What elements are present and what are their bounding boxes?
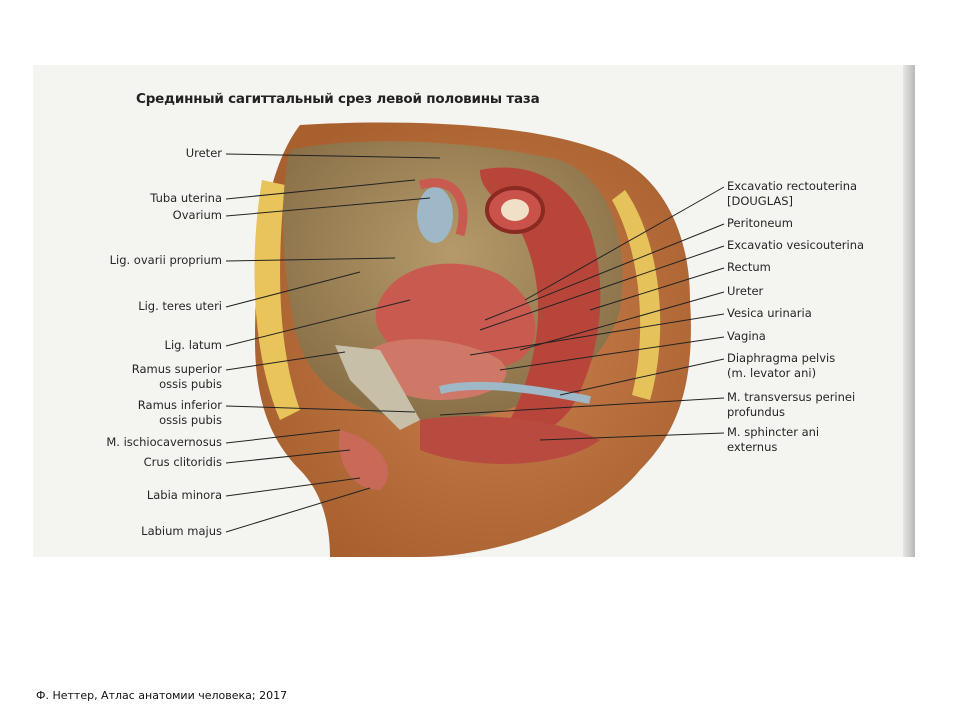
left-label: Lig. teres uteri — [138, 299, 222, 314]
label-line: profundus — [727, 405, 786, 419]
label-line: Vesica urinaria — [727, 306, 812, 320]
label-line: externus — [727, 440, 778, 454]
pelvis-illustration — [225, 122, 725, 557]
leader-line — [225, 405, 416, 413]
fat-layer-right — [612, 190, 661, 400]
leader-line — [225, 197, 431, 217]
label-line: ossis pubis — [159, 377, 222, 391]
leader-line — [499, 336, 725, 371]
left-label: M. ischiocavernosus — [106, 435, 222, 450]
label-line: Rectum — [727, 260, 771, 274]
rectum — [480, 167, 601, 434]
label-line: Vagina — [727, 329, 766, 343]
leader-line — [524, 186, 725, 301]
label-line: M. sphincter ani — [727, 425, 820, 439]
label-line: [DOUGLAS] — [727, 194, 794, 208]
leader-line — [589, 267, 725, 311]
leader-line — [439, 397, 725, 416]
label-line: Ramus inferior — [137, 398, 222, 412]
leader-line — [484, 223, 725, 321]
leader-line — [225, 487, 371, 533]
leader-line — [559, 358, 725, 396]
leader-line — [225, 429, 341, 444]
label-line: (m. levator ani) — [727, 366, 817, 380]
leader-line — [225, 351, 346, 371]
label-line: Excavatio vesicouterina — [727, 238, 865, 252]
right-label: Excavatio rectouterina[DOUGLAS] — [727, 179, 857, 209]
label-line: Labia minora — [146, 488, 222, 502]
left-label: Ovarium — [173, 208, 222, 223]
label-line: Excavatio rectouterina — [727, 179, 858, 193]
label-line: Crus clitoridis — [143, 455, 222, 469]
scan-edge-shadow — [903, 65, 915, 557]
label-line: ossis pubis — [159, 413, 222, 427]
left-label: Labia minora — [147, 488, 222, 503]
vagina — [439, 381, 591, 404]
label-line: Tuba uterina — [150, 191, 222, 205]
label-line: Peritoneum — [727, 216, 793, 230]
leader-line — [539, 432, 725, 441]
leader-line — [225, 257, 396, 262]
right-label: Vesica urinaria — [727, 306, 812, 321]
left-label: Tuba uterina — [150, 191, 222, 206]
leader-line — [225, 299, 411, 347]
label-line: Ureter — [727, 284, 764, 298]
right-label: Rectum — [727, 260, 771, 275]
labia — [339, 430, 388, 490]
label-line: Ramus superior — [131, 362, 222, 376]
leader-line — [225, 271, 361, 308]
label-line: Ureter — [185, 146, 222, 160]
label-line: Ovarium — [172, 208, 222, 222]
label-line: M. transversus perinei — [727, 390, 856, 404]
left-label: Lig. latum — [165, 338, 222, 353]
left-label: Crus clitoridis — [144, 455, 222, 470]
label-line: Labium majus — [141, 524, 222, 538]
right-label: Ureter — [727, 284, 763, 299]
left-label: Lig. ovarii proprium — [110, 253, 222, 268]
leader-line — [225, 153, 441, 159]
leader-line — [225, 449, 351, 464]
ovary — [417, 187, 453, 243]
right-label: Excavatio vesicouterina — [727, 238, 864, 253]
atlas-scan — [33, 65, 915, 557]
leader-line — [225, 179, 416, 200]
left-label: Ureter — [186, 146, 222, 161]
label-line: M. ischiocavernosus — [106, 435, 222, 449]
perineum-muscle — [420, 416, 600, 464]
fat-layer — [254, 180, 300, 420]
leader-line — [519, 291, 725, 351]
leader-line — [479, 245, 725, 331]
label-line: Lig. latum — [164, 338, 222, 352]
right-label: Vagina — [727, 329, 766, 344]
right-label: Diaphragma pelvis(m. levator ani) — [727, 351, 835, 381]
label-line: Diaphragma pelvis — [727, 351, 836, 365]
figure-title: Срединный сагиттальный срез левой полови… — [136, 91, 540, 107]
label-line: Lig. ovarii proprium — [109, 253, 222, 267]
pubic-bone — [335, 345, 420, 430]
leader-line — [469, 313, 725, 356]
left-label: Labium majus — [141, 524, 222, 539]
tube — [418, 178, 468, 237]
label-line: Lig. teres uteri — [138, 299, 222, 313]
source-caption: Ф. Неттер, Атлас анатомии человека; 2017 — [36, 689, 288, 702]
leader-line — [225, 477, 361, 497]
right-label: Peritoneum — [727, 216, 793, 231]
